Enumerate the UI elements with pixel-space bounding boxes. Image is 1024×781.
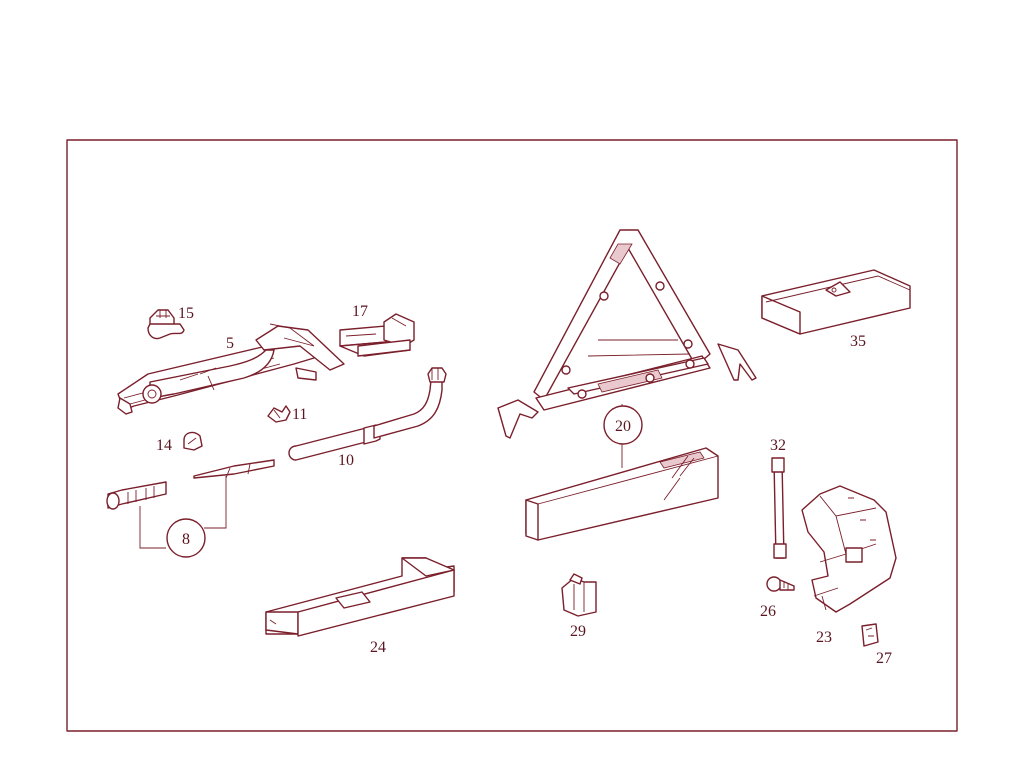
callout-20: 20 bbox=[603, 404, 643, 468]
part-35-pouch[interactable] bbox=[761, 269, 911, 335]
label-29: 29 bbox=[570, 623, 586, 640]
callout-8: 8 bbox=[166, 518, 206, 558]
part-8-screwdriver[interactable] bbox=[193, 459, 275, 479]
label-17: 17 bbox=[352, 303, 368, 320]
label-15: 15 bbox=[178, 305, 194, 322]
part-26-screw[interactable] bbox=[766, 576, 795, 592]
part-8-plug[interactable] bbox=[106, 481, 167, 510]
label-14: 14 bbox=[156, 437, 172, 454]
part-warning-triangle[interactable] bbox=[497, 229, 757, 439]
part-15-clip[interactable] bbox=[147, 309, 185, 340]
label-8: 8 bbox=[182, 531, 190, 548]
part-24-tray[interactable] bbox=[265, 557, 455, 637]
callout-8-leaders bbox=[139, 476, 227, 549]
part-32-strap[interactable] bbox=[771, 457, 787, 559]
label-5: 5 bbox=[226, 335, 234, 352]
diagram-frame bbox=[66, 139, 958, 732]
label-32: 32 bbox=[770, 437, 786, 454]
label-24: 24 bbox=[370, 639, 386, 656]
part-29-clip[interactable] bbox=[561, 573, 597, 617]
part-5-jack[interactable] bbox=[117, 323, 345, 415]
label-23: 23 bbox=[816, 629, 832, 646]
label-35: 35 bbox=[850, 333, 866, 350]
part-23-bracket[interactable] bbox=[801, 485, 897, 613]
label-27: 27 bbox=[876, 650, 892, 667]
part-17-holder[interactable] bbox=[339, 313, 415, 357]
part-10-wrench[interactable] bbox=[288, 367, 447, 461]
label-20: 20 bbox=[615, 418, 631, 435]
label-11: 11 bbox=[292, 406, 307, 423]
part-20-triangle-case[interactable] bbox=[525, 447, 719, 541]
part-14-clip[interactable] bbox=[183, 431, 203, 451]
part-11-clip[interactable] bbox=[267, 405, 291, 423]
part-27-clip[interactable] bbox=[861, 623, 879, 647]
label-26: 26 bbox=[760, 603, 776, 620]
label-10: 10 bbox=[338, 452, 354, 469]
